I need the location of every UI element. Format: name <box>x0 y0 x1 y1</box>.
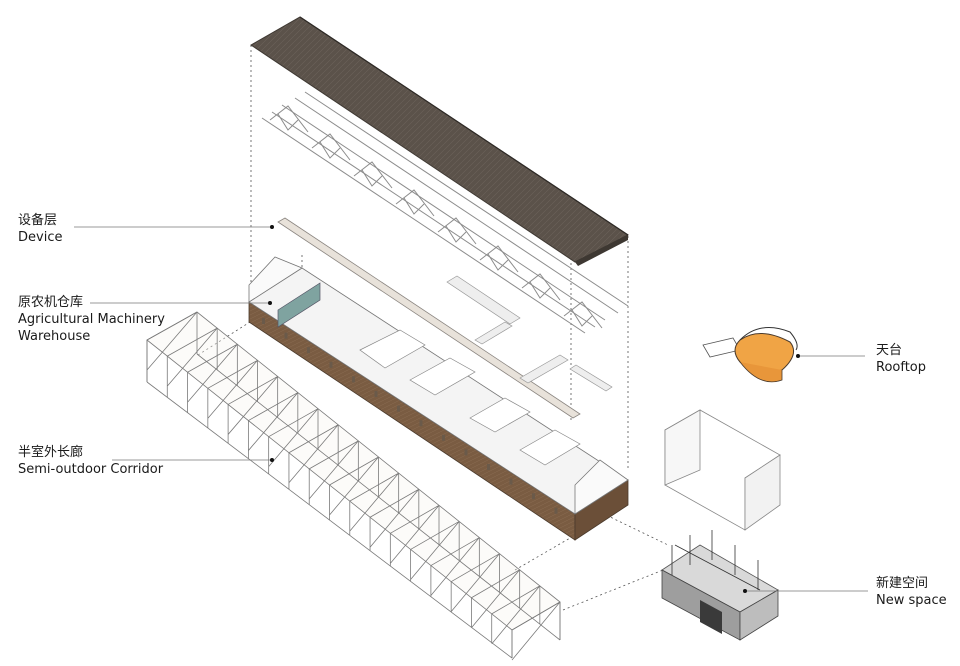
window-mark <box>284 332 288 339</box>
window-mark <box>374 391 378 397</box>
truss-frame <box>479 245 519 273</box>
projection-lines <box>197 45 669 611</box>
corridor-label-zh: 半室外长廊 <box>18 445 84 460</box>
corridor-frame <box>146 311 198 382</box>
truss-frame <box>353 161 393 189</box>
rooftop-label-en: Rooftop <box>876 360 927 375</box>
corridor-frame <box>247 392 299 459</box>
device-label-en: Device <box>18 230 63 245</box>
new-space-label: 新建空间 New space <box>876 575 947 609</box>
corridor-label: 半室外长廊 Semi-outdoor Corridor <box>18 444 163 478</box>
corridor-frame <box>349 472 400 536</box>
corridor-frame <box>430 537 480 597</box>
warehouse-layer <box>248 256 629 541</box>
corridor-frame <box>389 504 440 566</box>
leader-lines <box>74 226 868 592</box>
corridor-frame <box>471 569 521 629</box>
device-label: 设备层 Device <box>18 212 62 246</box>
new-space-label-zh: 新建空间 <box>876 576 929 591</box>
corridor-frame <box>511 601 561 661</box>
window-mark <box>397 405 400 412</box>
window-mark <box>532 493 535 500</box>
window-mark <box>554 507 558 514</box>
corridor-frame <box>450 553 500 612</box>
new-space-lower <box>661 530 779 641</box>
device-layer <box>277 217 613 419</box>
window-mark <box>442 434 445 441</box>
window-mark <box>487 464 490 470</box>
window-mark <box>307 347 310 354</box>
window-mark <box>419 420 423 427</box>
corridor-frame <box>288 424 339 490</box>
roof-layer <box>250 16 629 266</box>
truss-frame <box>269 105 309 133</box>
warehouse-label-zh: 原农机仓库 <box>18 295 84 310</box>
leader-dots <box>268 225 800 593</box>
window-mark <box>509 478 513 485</box>
corridor-frame <box>308 440 359 505</box>
corridor-frame <box>227 376 279 444</box>
corridor-frame <box>268 408 319 474</box>
rooftop-layer <box>702 327 798 383</box>
truss-frame <box>563 301 603 329</box>
truss-layer <box>261 91 629 334</box>
window-mark <box>262 318 265 324</box>
truss-frame <box>395 189 435 217</box>
device-label-zh: 设备层 <box>18 213 58 228</box>
truss-frame <box>521 273 561 301</box>
truss-frame <box>311 133 351 161</box>
rooftop-label: 天台 Rooftop <box>876 342 926 376</box>
new-space-label-en: New space <box>876 593 947 608</box>
rooftop-label-zh: 天台 <box>876 343 903 358</box>
corridor-layer <box>146 311 561 661</box>
warehouse-label-en-1: Agricultural Machinery <box>18 312 165 327</box>
corridor-frame <box>329 456 379 520</box>
warehouse-label: 原农机仓库 Agricultural Machinery Warehouse <box>18 294 165 345</box>
corridor-frame <box>369 488 420 551</box>
window-mark <box>329 361 333 368</box>
corridor-frame <box>491 585 541 645</box>
window-mark <box>352 376 355 383</box>
corridor-frame <box>410 521 460 582</box>
corridor-frame <box>207 359 258 428</box>
corridor-frame <box>166 327 218 398</box>
corridor-label-en: Semi-outdoor Corridor <box>18 462 164 477</box>
truss-frame <box>437 217 477 245</box>
corridor-frame <box>187 343 238 413</box>
new-space-upper <box>664 409 781 531</box>
warehouse-label-en-2: Warehouse <box>18 329 91 344</box>
window-mark <box>464 449 468 456</box>
